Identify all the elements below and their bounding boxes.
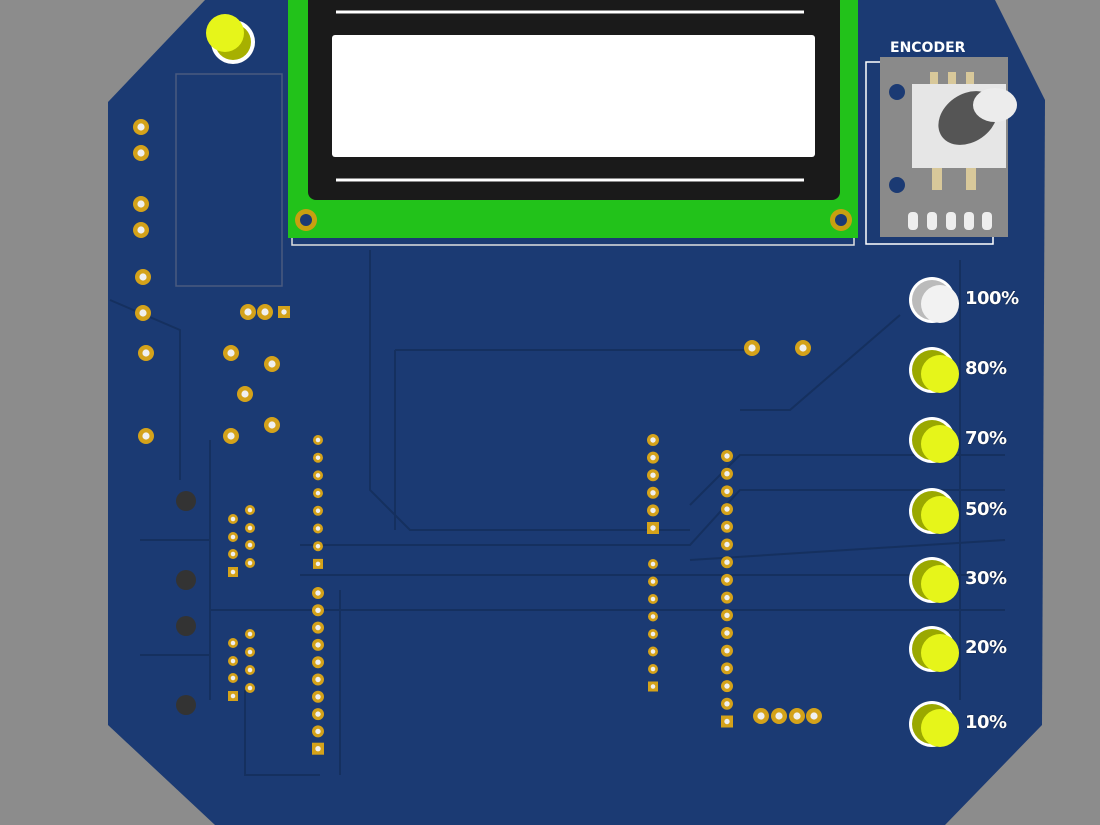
trace: [369, 250, 690, 531]
led-label: 100%: [965, 288, 1019, 309]
screw: [176, 616, 196, 636]
rotary-encoder-icon: [865, 57, 1017, 245]
screw: [176, 695, 196, 715]
led: [921, 565, 959, 603]
traces: [109, 250, 1006, 776]
encoder-label: ENCODER: [890, 40, 966, 56]
led-label: 50%: [965, 499, 1007, 520]
module-outline: [175, 73, 283, 287]
led: [921, 634, 959, 672]
led-label: 80%: [965, 358, 1007, 379]
power-led: [206, 14, 255, 64]
led-label: 10%: [965, 712, 1007, 733]
trace: [244, 690, 320, 776]
screw: [176, 570, 196, 590]
pads: [133, 119, 822, 755]
led: [921, 425, 959, 463]
led: [921, 496, 959, 534]
led-label: 30%: [965, 568, 1007, 589]
lcd-screen: [332, 35, 815, 157]
screw: [176, 491, 196, 511]
lcd-display: [288, 0, 858, 238]
trace: [109, 299, 181, 480]
trace: [300, 489, 1005, 546]
trace: [740, 314, 901, 411]
trace: [689, 539, 1006, 561]
led-array: [909, 277, 959, 747]
led: [921, 285, 959, 323]
led: [921, 355, 959, 393]
led: [921, 709, 959, 747]
led-label: 70%: [965, 428, 1007, 449]
led-label: 20%: [965, 637, 1007, 658]
